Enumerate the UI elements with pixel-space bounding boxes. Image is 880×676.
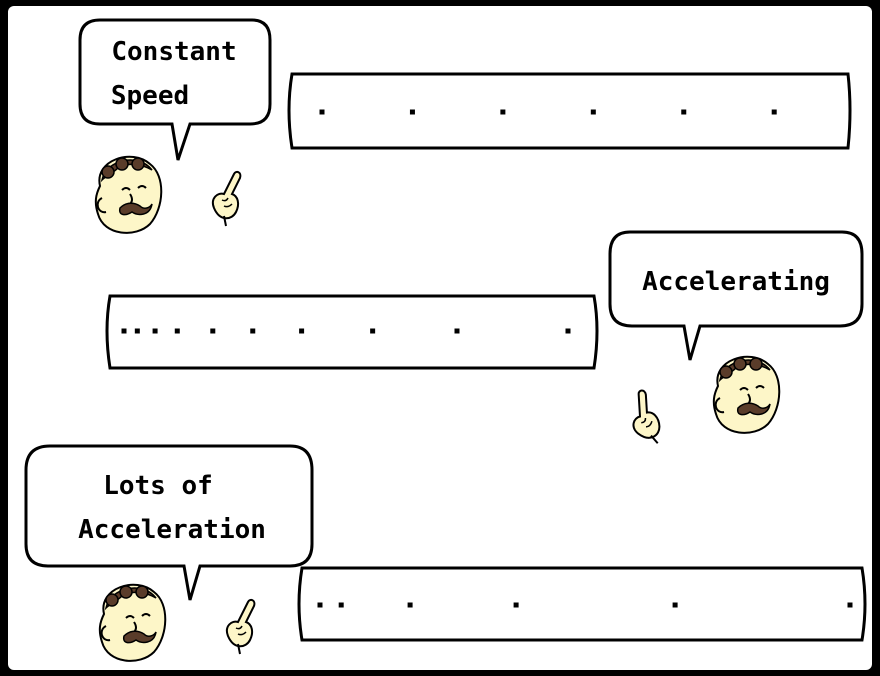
tape-dot [210, 328, 216, 334]
pointing-hand-icon [618, 388, 672, 451]
tape-dot [590, 109, 596, 115]
character-head-icon [712, 355, 781, 434]
tape-dots [317, 602, 853, 608]
tape-dot [565, 328, 571, 334]
tape-dot [513, 602, 519, 608]
label-line: Accelerating [642, 267, 830, 297]
label-line: Lots of [103, 471, 213, 501]
tape-dot [500, 109, 506, 115]
pointing-hand-icon [225, 598, 256, 655]
tape-dot [319, 109, 325, 115]
tape-dot [409, 109, 415, 115]
label-line: Constant [111, 37, 236, 67]
tape-dot [672, 602, 678, 608]
tape-dot [317, 602, 323, 608]
ticker-tape-constant-speed [287, 72, 852, 150]
panel-accelerating: Accelerating [105, 230, 864, 451]
character-head-icon [98, 583, 167, 662]
ticker-tape-lots-of-acceleration [297, 566, 867, 642]
label-line: Speed [111, 81, 189, 111]
tape-dot [454, 328, 460, 334]
tape-dot [771, 109, 777, 115]
tape-dot [299, 328, 305, 334]
pointing-hand-icon [211, 170, 242, 227]
tape-dot [174, 328, 180, 334]
tape-dots [319, 109, 777, 115]
ticker-tape-accelerating [105, 294, 599, 370]
tape-dot [370, 328, 376, 334]
tape-dot [407, 602, 413, 608]
character-head-icon [94, 155, 163, 234]
tape-dots [121, 328, 571, 334]
speech-bubble-lots-of-acceleration: Lots of Acceleration [24, 444, 314, 601]
label-line: Acceleration [78, 515, 266, 545]
tape-dot [134, 328, 140, 334]
tape-dot [681, 109, 687, 115]
panel-constant-speed: Constant Speed [78, 18, 852, 234]
tape-dot [338, 602, 344, 608]
tape-dot [152, 328, 158, 334]
speech-bubble-constant-speed: Constant Speed [78, 18, 272, 161]
speech-bubble-accelerating: Accelerating [608, 230, 864, 361]
panel-lots-of-acceleration: Lots of Acceleration [24, 444, 867, 662]
tape-dot [847, 602, 853, 608]
tape-dot [121, 328, 127, 334]
tape-dot [250, 328, 256, 334]
